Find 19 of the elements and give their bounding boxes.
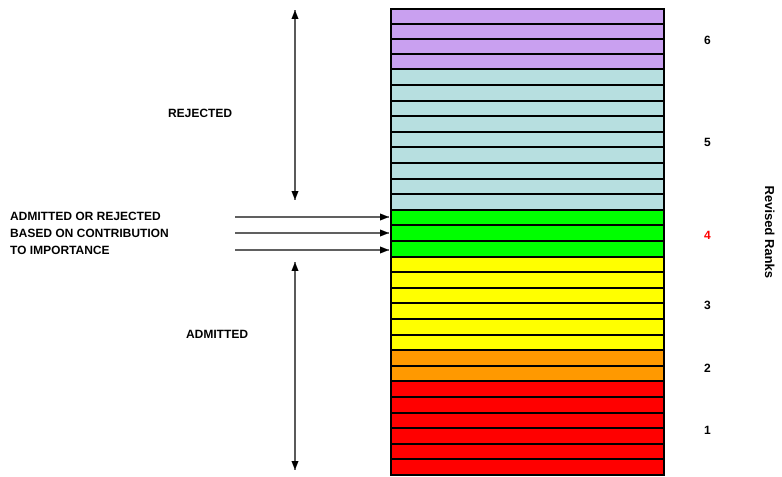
rank-band (390, 70, 665, 211)
range-label: REJECTED (168, 105, 232, 122)
rank-number: 1 (704, 422, 711, 440)
rank-number: 4 (704, 227, 711, 244)
node-text: ADMITTED OR REJECTED BASED ON CONTRIBUTION TO IMPORTANCE (10, 208, 170, 259)
rank-number: 6 (704, 32, 711, 50)
arrow (235, 213, 389, 221)
rank-number: 5 (704, 134, 711, 151)
arrow (235, 229, 389, 237)
rank-band (390, 382, 665, 476)
rank-band (390, 351, 665, 382)
arrow (235, 246, 389, 254)
range-label: ADMITTED (186, 326, 248, 343)
rank-number: 3 (704, 297, 711, 314)
rank-number: 2 (704, 360, 711, 377)
rank-band (390, 258, 665, 352)
rank-band (390, 210, 665, 258)
axis-title: Revised Ranks (760, 184, 778, 280)
rank-band (390, 8, 665, 70)
